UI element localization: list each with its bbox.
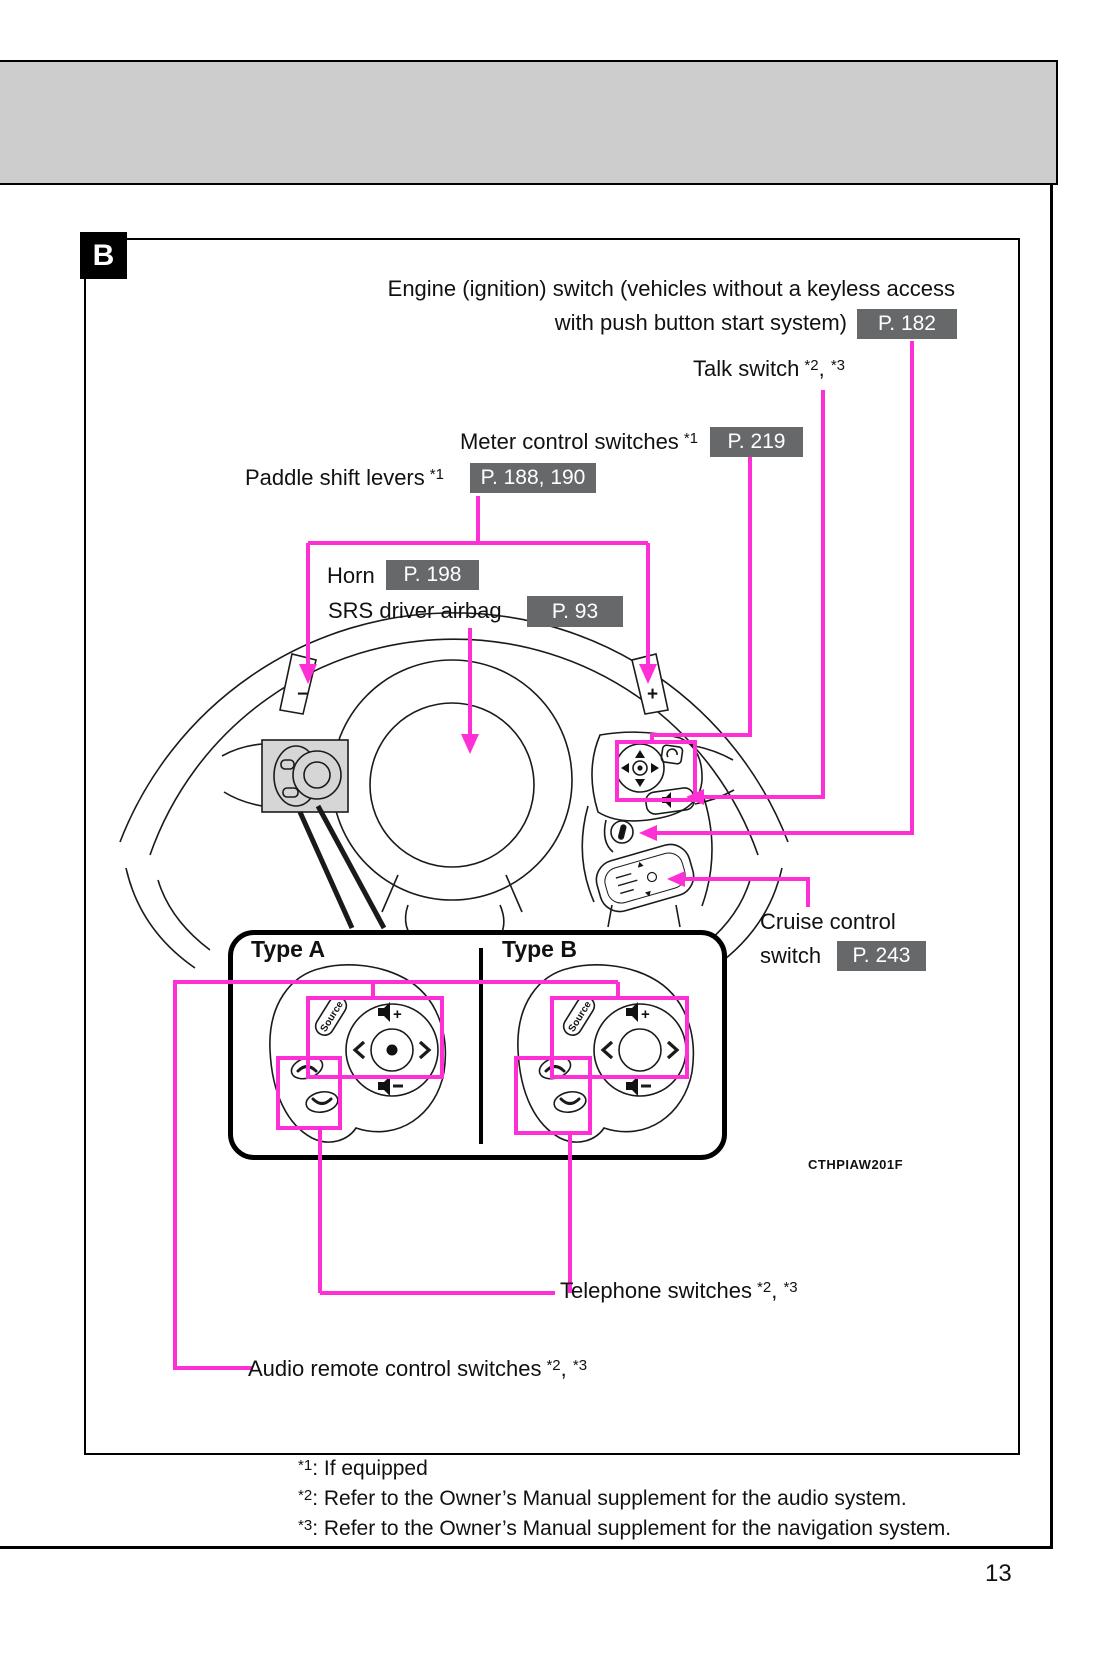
callout-arrows — [299, 664, 704, 887]
down-arrow-icon — [461, 734, 479, 754]
paddle-minus-icon: − — [297, 684, 308, 705]
engine-switch-label-line2: with push button start system) — [554, 310, 847, 335]
figure-code: CTHPIAW201F — [808, 1157, 904, 1172]
engine-switch-label-line1: Engine (ignition) switch (vehicles witho… — [387, 276, 955, 301]
type-a-cluster — [268, 963, 447, 1144]
type-a-center-dot — [386, 1044, 398, 1056]
page-ref-badge-engine: P. 182 — [857, 309, 957, 339]
audio-callout-line — [173, 980, 620, 1370]
paddle-callout-line — [306, 496, 650, 666]
page-ref-badge-paddle: P. 188, 190 — [470, 463, 596, 493]
telephone-callout-line — [318, 1128, 572, 1295]
meter-control-cluster — [591, 731, 703, 822]
telephone-switches-label: Telephone switches*2, *3 — [560, 1278, 798, 1303]
header-band — [0, 60, 1058, 185]
paddle-plus-icon: + — [647, 684, 658, 705]
page-ref-badge-horn: P. 198 — [386, 560, 479, 590]
talk-switch-label: Talk switch*2, *3 — [693, 356, 845, 381]
type-b-phone-highlight-box — [514, 1056, 592, 1135]
section-label: B — [80, 232, 127, 279]
left-arrow-icon — [686, 789, 704, 805]
footnote-1: *1: If equipped — [298, 1457, 428, 1480]
page-ref-badge-srs: P. 93 — [527, 596, 623, 627]
down-arrow-icon — [639, 664, 657, 684]
meter-up-icon — [635, 750, 645, 758]
left-spoke — [221, 743, 263, 807]
down-arrow-icon — [299, 664, 317, 684]
return-icon — [666, 748, 678, 758]
diagram-frame — [84, 238, 1020, 1455]
right-paddle — [631, 653, 669, 715]
magnifier-wedge — [297, 804, 387, 930]
type-b-label: Type B — [502, 936, 577, 962]
left-arrow-icon — [667, 871, 685, 887]
meter-right-icon — [651, 763, 659, 773]
type-b-cluster — [516, 963, 695, 1144]
ignition-keyhole — [603, 819, 634, 853]
page-number: 13 — [985, 1560, 1012, 1587]
page-ref-badge-meter: P. 219 — [710, 427, 803, 457]
talk-callout-line — [702, 390, 825, 799]
footnote-3: *3: Refer to the Owner’s Manual suppleme… — [298, 1517, 952, 1540]
audio-remote-label: Audio remote control switches*2, *3 — [248, 1356, 588, 1381]
steering-column — [581, 791, 713, 928]
type-divider — [479, 948, 483, 1144]
meter-callout-line — [650, 457, 752, 742]
page-right-rule — [1050, 185, 1053, 1548]
horn-label: Horn — [327, 563, 375, 588]
cruise-control-stalk — [595, 843, 695, 913]
srs-airbag-label: SRS driver airbag — [328, 598, 502, 623]
page-bottom-rule — [0, 1546, 1053, 1549]
cruise-control-label-line1: Cruise control — [760, 909, 896, 934]
page-ref-badge-cruise: P. 243 — [837, 941, 926, 971]
audio-cluster-highlight-box — [261, 739, 349, 813]
footnote-2: *2: Refer to the Owner’s Manual suppleme… — [298, 1487, 907, 1510]
meter-control-label: Meter control switches*1 — [459, 429, 698, 454]
type-detail-box — [228, 930, 727, 1160]
left-arrow-icon — [639, 825, 657, 841]
type-a-label: Type A — [251, 936, 326, 962]
paddle-shift-label: Paddle shift levers*1 — [245, 465, 444, 490]
meter-highlight-box — [615, 740, 697, 802]
callout-lines-lower — [173, 980, 689, 1370]
cruise-callout-line — [681, 877, 810, 907]
meter-down-icon — [635, 779, 645, 787]
engine-callout-line — [655, 341, 914, 835]
meter-left-icon — [621, 763, 629, 773]
cruise-control-label-line2: switch — [760, 943, 822, 968]
callout-lines-upper — [306, 341, 914, 907]
type-a-phone-highlight-box — [276, 1056, 342, 1130]
